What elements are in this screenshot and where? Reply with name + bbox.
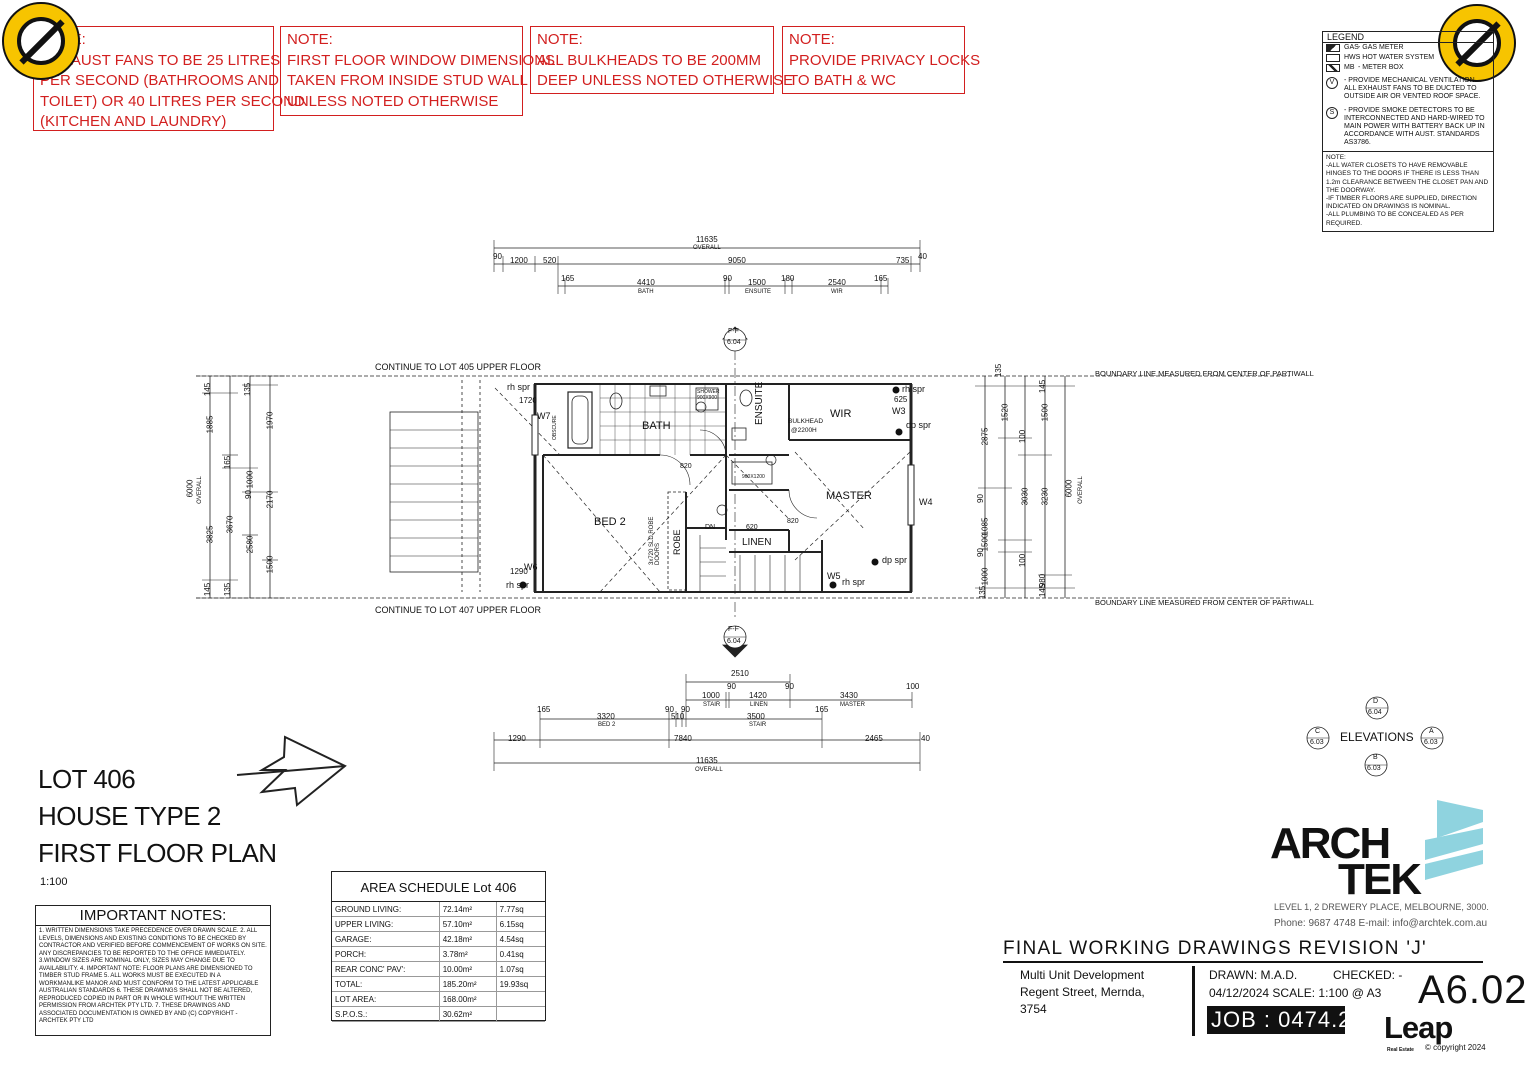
important-notes-body: 1. WRITTEN DIMENSIONS TAKE PRECEDENCE OV… (39, 928, 267, 1024)
legend-box: LEGEND GAS- GAS METER HWS- HOT WATER SYS… (1322, 31, 1494, 232)
sheet-number: A6.02 (1418, 968, 1527, 1012)
archtek-logo-icon (1425, 800, 1483, 880)
area-schedule-title: AREA SCHEDULE Lot 406 (332, 872, 545, 902)
company-name: ARCH TEK (1270, 819, 1422, 904)
legend-title: LEGEND (1323, 32, 1493, 43)
project-description: Multi Unit Development Regent Street, Me… (1020, 968, 1145, 1016)
copyright: © copyright 2024 (1425, 1043, 1486, 1052)
important-notes-box: IMPORTANT NOTES: 1. WRITTEN DIMENSIONS T… (35, 905, 271, 1036)
legend-item: GAS- GAS METER (1323, 43, 1493, 53)
job-number: JOB : 0474.22 (1207, 1006, 1345, 1034)
legend-smoke: S- PROVIDE SMOKE DETECTORS TO BE INTERCO… (1323, 106, 1493, 148)
legend-notes: NOTE: -ALL WATER CLOSETS TO HAVE REMOVAB… (1323, 151, 1493, 230)
smoke-detector-icon: S (1326, 107, 1338, 119)
plan-name: FIRST FLOOR PLAN (38, 838, 277, 868)
lot-number: LOT 406 (38, 764, 136, 794)
plan-scale: 1:100 (40, 876, 68, 888)
legend-ventilation: V- PROVIDE MECHANICAL VENTILATION. ALL E… (1323, 76, 1493, 102)
note-exhaust-fans: NOTE: EXHAUST FANS TO BE 25 LITRES PER S… (33, 26, 305, 131)
date-scale: 04/12/2024 SCALE: 1:100 @ A3 (1209, 986, 1382, 1000)
area-schedule: AREA SCHEDULE Lot 406 GROUND LIVING:72.1… (331, 871, 546, 1022)
meter-box-icon (1326, 64, 1340, 72)
table-row: S.P.O.S.:30.62m² (332, 1006, 545, 1022)
gas-meter-icon (1326, 44, 1340, 52)
table-row: LOT AREA:168.00m² (332, 991, 545, 1007)
elevations-label: ELEVATIONS (1340, 730, 1414, 744)
elevations-marker[interactable]: D 6.04 C 6.03 A 6.03 B 6.03 ELEVATIONS (1310, 698, 1438, 772)
note-bulkheads: NOTE: ALL BULKHEADS TO BE 200mm DEEP UNL… (530, 26, 793, 94)
legend-item: MB- METER BOX (1323, 63, 1493, 73)
note-privacy-locks: NOTE: PROVIDE PRIVACY LOCKS TO BATH & WC (782, 26, 980, 94)
leap-sub: Real Estate (1387, 1047, 1414, 1053)
important-notes-title: IMPORTANT NOTES: (36, 906, 270, 926)
checked-by: CHECKED: - (1333, 968, 1403, 982)
house-type: HOUSE TYPE 2 (38, 801, 221, 831)
company-address: LEVEL 1, 2 DREWERY PLACE, MELBOURNE, 300… (1274, 902, 1489, 912)
revision-title: FINAL WORKING DRAWINGS REVISION 'J' (1003, 938, 1427, 959)
leap-logo: Leap (1384, 1010, 1453, 1045)
drawn-by: DRAWN: M.A.D. (1209, 968, 1298, 982)
hot-water-icon (1326, 54, 1340, 62)
pdf-editor-stamp-icon[interactable] (2, 2, 80, 80)
title-block-divider (1192, 966, 1195, 1036)
legend-item: HWS- HOT WATER SYSTEM (1323, 53, 1493, 63)
company-contact: Phone: 9687 4748 E-mail: info@archtek.co… (1274, 918, 1488, 929)
note-window-dimensions: NOTE: FIRST FLOOR WINDOW DIMENSIONS TAKE… (280, 26, 555, 116)
ventilation-icon: V (1326, 77, 1338, 89)
revision-divider (1003, 961, 1483, 963)
